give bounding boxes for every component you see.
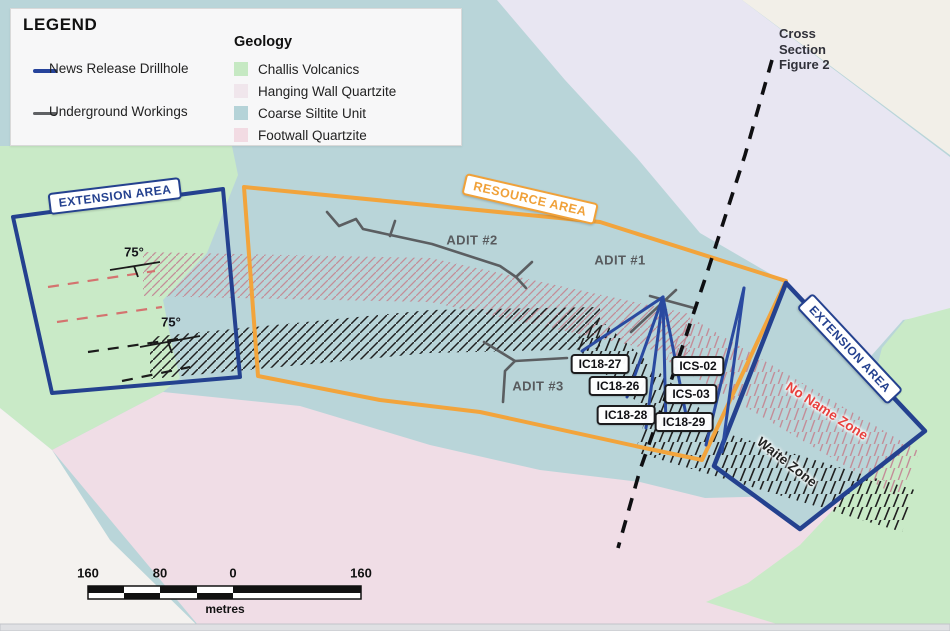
waite-zone-hatch-west — [150, 307, 600, 379]
scale-tick-160-right: 160 — [350, 565, 372, 581]
cross-section-line — [616, 59, 774, 549]
scale-bar — [87, 585, 362, 600]
drillhole-tag-ic18-28: IC18-28 — [596, 405, 656, 425]
underground-workings — [325, 210, 696, 404]
legend-item-footwall-quartzite: Footwall Quartzite — [258, 128, 367, 143]
cross-section-label: Cross Section Figure 2 — [779, 26, 830, 73]
no-name-zone-hatch-west — [143, 252, 690, 358]
adit-1-label: ADIT #1 — [594, 252, 646, 268]
drillhole-tag-ic18-29: IC18-29 — [654, 412, 714, 432]
drillhole-tag-ics-02: ICS-02 — [671, 356, 725, 376]
drillhole-tag-ics-03: ICS-03 — [664, 384, 718, 404]
dip-label-2: 75° — [161, 314, 181, 330]
legend-item-challis-volcanics: Challis Volcanics — [258, 62, 360, 77]
legend-item-hanging-wall-quartzite: Hanging Wall Quartzite — [258, 84, 397, 99]
legend-item-coarse-siltite: Coarse Siltite Unit — [258, 106, 367, 121]
challis-volcanics-swatch — [234, 62, 248, 76]
adit-3-label: ADIT #3 — [512, 378, 564, 394]
region-footwall — [52, 392, 905, 631]
scale-tick-0: 0 — [229, 565, 237, 581]
legend-title: LEGEND — [23, 15, 98, 34]
news-release-drillhole-swatch — [33, 69, 57, 73]
region-offwhite — [0, 408, 203, 631]
cross-section-label-line1: Cross — [779, 26, 816, 41]
footwall-quartzite-swatch — [234, 128, 248, 142]
bottom-strip — [0, 623, 950, 631]
underground-workings-swatch — [33, 112, 57, 115]
cross-section-label-line3: Figure 2 — [779, 57, 830, 72]
waite-zone-hatch-east — [635, 410, 915, 532]
drillhole-tag-ic18-26: IC18-26 — [588, 376, 648, 396]
legend-item-news-release-drillhole: News Release Drillhole — [49, 61, 189, 76]
coarse-siltite-swatch — [234, 106, 248, 120]
scale-tick-160-left: 160 — [77, 565, 99, 581]
scale-tick-80: 80 — [152, 565, 168, 581]
cross-section-label-line2: Section — [779, 41, 826, 57]
legend-geology-title: Geology — [234, 34, 293, 50]
drillhole-tag-ic18-27: IC18-27 — [570, 354, 630, 374]
resource-area-outline — [242, 185, 788, 462]
region-cream-corner — [742, 0, 950, 155]
hanging-wall-quartzite-swatch — [234, 84, 248, 98]
waite-zone-projection-dashes — [87, 337, 191, 383]
legend-item-underground-workings: Underground Workings — [49, 104, 188, 119]
no-name-zone-hatch-east — [666, 316, 920, 497]
dip-strike-symbols — [109, 261, 201, 354]
legend-panel: LEGEND News Release Drillhole Undergroun… — [10, 8, 462, 146]
scale-unit-label: metres — [205, 602, 245, 616]
dip-label-1: 75° — [124, 244, 144, 260]
adit-2-label: ADIT #2 — [446, 232, 498, 248]
